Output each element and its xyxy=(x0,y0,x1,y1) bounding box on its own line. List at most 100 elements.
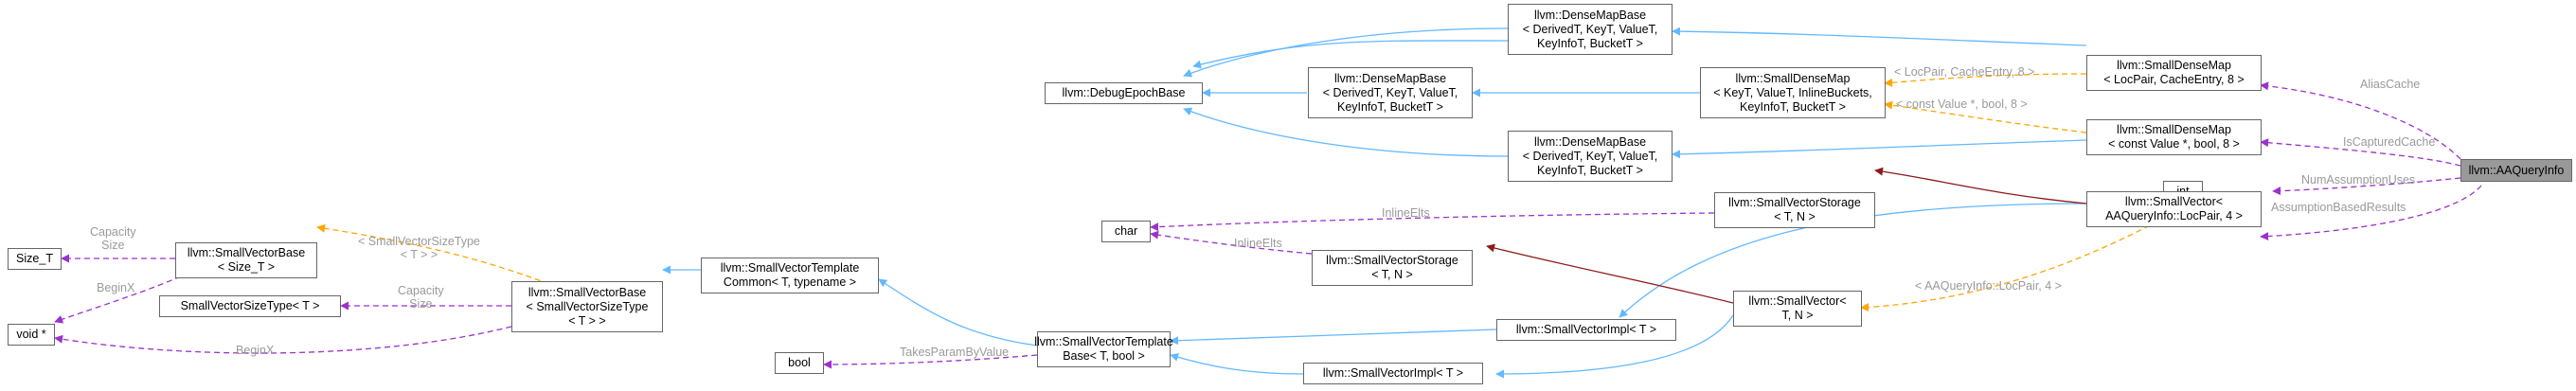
node-smallvector-locpair[interactable]: llvm::SmallVector<AAQueryInfo::LocPair, … xyxy=(2086,191,2262,227)
node-smallvectorimpl-bot[interactable]: llvm::SmallVectorImpl< T > xyxy=(1303,363,1483,384)
node-densemapbase-mid[interactable]: llvm::DenseMapBase< DerivedT, KeyT, Valu… xyxy=(1308,67,1473,118)
node-bool[interactable]: bool xyxy=(775,352,824,374)
node-sdm-iscap-l2: < const Value *, bool, 8 > xyxy=(2108,137,2240,151)
edge-svstop-inlineelts-char xyxy=(1150,212,1715,232)
node-smalldensemap-generic[interactable]: llvm::SmallDenseMap< KeyT, ValueT, Inlin… xyxy=(1700,67,1886,118)
node-svb-type-l1: llvm::SmallVectorBase xyxy=(528,285,647,299)
edge-sdmalias-tmpl-sdmgen xyxy=(1884,73,2087,87)
node-sdm-alias-l2: < LocPair, CacheEntry, 8 > xyxy=(2103,73,2245,86)
label-takes-param-by-value: TakesParamByValue xyxy=(900,346,1010,359)
node-char-label: char xyxy=(1114,224,1138,238)
node-svb-type-l3: < T > > xyxy=(568,313,606,328)
node-smallvectorbase-sizetype[interactable]: llvm::SmallVectorBase< SmallVectorSizeTy… xyxy=(511,281,663,332)
node-sdm-alias-l1: llvm::SmallDenseMap xyxy=(2117,59,2231,72)
edge-svtn-to-svsmid xyxy=(1486,243,1734,304)
node-dmb-bot-l3: KeyInfoT, BucketT > xyxy=(1537,163,1643,177)
node-svtc-l1: llvm::SmallVectorTemplate xyxy=(720,261,860,275)
edge-aaquery-assumptionbased xyxy=(2260,185,2482,241)
node-sdm-gen-l2: < KeyT, ValueT, InlineBuckets, xyxy=(1713,85,1872,99)
node-void-ptr[interactable]: void * xyxy=(8,324,55,346)
label-locpair-cacheentry: < LocPair, CacheEntry, 8 > xyxy=(1894,65,2035,79)
node-svb-type-l2: < SmallVectorSizeType xyxy=(526,299,649,313)
node-dmb-bot-l1: llvm::DenseMapBase xyxy=(1533,134,1647,149)
label-svsizetype-l1: < SmallVectorSizeType xyxy=(358,235,480,248)
edge-svimpltop-to-svtb xyxy=(1170,329,1497,346)
label-begin-x-2: BeginX xyxy=(236,344,275,357)
edge-sdmalias-to-dmbtop xyxy=(1672,27,2087,46)
edge-svsmid-inlineelts-char xyxy=(1150,230,1313,255)
label-capacity-1-l2: Size xyxy=(101,239,125,252)
node-aaqueryinfo-label: llvm::AAQueryInfo xyxy=(2468,163,2565,177)
node-dmb-top-l1: llvm::DenseMapBase xyxy=(1533,8,1647,22)
node-dmb-bot-l2: < DerivedT, KeyT, ValueT, xyxy=(1522,149,1658,163)
node-svs-mid-l2: < T, N > xyxy=(1371,268,1413,281)
node-smalldensemap-alias[interactable]: llvm::SmallDenseMap< LocPair, CacheEntry… xyxy=(2086,55,2262,91)
edge-dmbtop-to-debugepoch xyxy=(1192,40,1509,69)
label-aaqueryinfo-locpair: < AAQueryInfo::LocPair, 4 > xyxy=(1915,279,2062,293)
node-smallvectorstorage-top[interactable]: llvm::SmallVectorStorage< T, N > xyxy=(1714,192,1875,228)
label-capacity-2-l2: Size xyxy=(409,297,433,311)
edge-svtn-to-svimplbot xyxy=(1495,314,1734,379)
node-svtb-l1: llvm::SmallVectorTemplate xyxy=(1034,335,1173,348)
node-densemapbase-top[interactable]: llvm::DenseMapBase< DerivedT, KeyT, Valu… xyxy=(1508,4,1673,55)
label-inline-elts-1: InlineElts xyxy=(1382,206,1430,220)
node-sv-locpair-l1: llvm::SmallVector< xyxy=(2124,195,2224,208)
edge-dmb-bot-to-epoch xyxy=(1183,107,1509,157)
edge-svbsize-beginx-void xyxy=(54,272,190,324)
node-size-t-label: Size_T xyxy=(16,252,53,265)
node-svs-top-l1: llvm::SmallVectorStorage xyxy=(1728,196,1861,209)
node-void-ptr-label: void * xyxy=(16,328,46,341)
label-svsizetype-l2: < T > > xyxy=(400,248,438,261)
node-aaqueryinfo[interactable]: llvm::AAQueryInfo xyxy=(2460,159,2572,182)
label-svsizetype: < SmallVectorSizeType< T > > xyxy=(358,235,480,261)
node-sv-tn-l2: T, N > xyxy=(1781,309,1814,322)
label-const-value-bool: < const Value *, bool, 8 > xyxy=(1896,98,2028,111)
node-smallvectorbase-size-t[interactable]: llvm::SmallVectorBase< Size_T > xyxy=(175,242,317,278)
node-svtc-l2: Common< T, typename > xyxy=(723,275,857,289)
node-sv-tn-l1: llvm::SmallVector< xyxy=(1748,294,1847,308)
label-num-assumption-uses: NumAssumptionUses xyxy=(2301,173,2416,187)
label-inline-elts-2: InlineElts xyxy=(1234,237,1282,250)
label-assumption-based-results: AssumptionBasedResults xyxy=(2271,201,2406,214)
node-sdm-gen-l3: KeyInfoT, BucketT > xyxy=(1740,99,1846,114)
node-smallvectorstorage-mid[interactable]: llvm::SmallVectorStorage< T, N > xyxy=(1312,250,1473,286)
node-smallvector-tn[interactable]: llvm::SmallVector<T, N > xyxy=(1733,291,1862,327)
label-alias-cache: AliasCache xyxy=(2360,78,2421,91)
edge-dmb-top-to-epoch xyxy=(1183,27,1509,78)
node-char[interactable]: char xyxy=(1101,221,1151,242)
label-is-captured-cache: IsCapturedCache xyxy=(2343,135,2436,149)
edge-svlocpair-to-svstop xyxy=(1874,167,2087,204)
node-svs-top-l2: < T, N > xyxy=(1774,210,1816,223)
node-densemapbase-bot[interactable]: llvm::DenseMapBase< DerivedT, KeyT, Valu… xyxy=(1508,131,1673,182)
node-smallvectorimpl-top[interactable]: llvm::SmallVectorImpl< T > xyxy=(1496,319,1676,341)
node-size-t[interactable]: Size_T xyxy=(8,248,62,270)
node-debugepoch-label: llvm::DebugEpochBase xyxy=(1062,86,1186,99)
edge-svimplbot-to-svtb xyxy=(1170,352,1304,375)
node-svimpl-bot-label: llvm::SmallVectorImpl< T > xyxy=(1322,366,1464,380)
edge-svtb-to-svtc xyxy=(878,278,1038,347)
node-dmb-mid-l3: KeyInfoT, BucketT > xyxy=(1337,99,1443,114)
label-begin-x-1: BeginX xyxy=(97,281,135,294)
node-dmb-mid-l2: < DerivedT, KeyT, ValueT, xyxy=(1322,85,1458,99)
node-svb-size-l1: llvm::SmallVectorBase xyxy=(187,246,306,259)
node-smallvectorsizetype[interactable]: SmallVectorSizeType< T > xyxy=(159,295,341,317)
node-sdm-gen-l1: llvm::SmallDenseMap xyxy=(1735,71,1851,85)
node-bool-label: bool xyxy=(788,356,811,369)
node-dmb-mid-l1: llvm::DenseMapBase xyxy=(1333,71,1447,85)
label-capacity-2-l1: Capacity xyxy=(398,284,444,297)
node-debugepochbase[interactable]: llvm::DebugEpochBase xyxy=(1045,82,1203,104)
node-svimpl-top-label: llvm::SmallVectorImpl< T > xyxy=(1515,323,1657,336)
edge-aaquery-aliascache xyxy=(2260,81,2461,160)
node-dmb-top-l2: < DerivedT, KeyT, ValueT, xyxy=(1522,22,1658,36)
node-svb-size-l2: < Size_T > xyxy=(217,260,276,274)
node-smalldensemap-iscaptured[interactable]: llvm::SmallDenseMap< const Value *, bool… xyxy=(2086,119,2262,155)
edge-svlocpair-tmpl-svtn xyxy=(1860,224,2151,312)
node-svs-mid-l1: llvm::SmallVectorStorage xyxy=(1326,254,1458,267)
edge-svtb-takesparam-bool xyxy=(823,354,1038,369)
